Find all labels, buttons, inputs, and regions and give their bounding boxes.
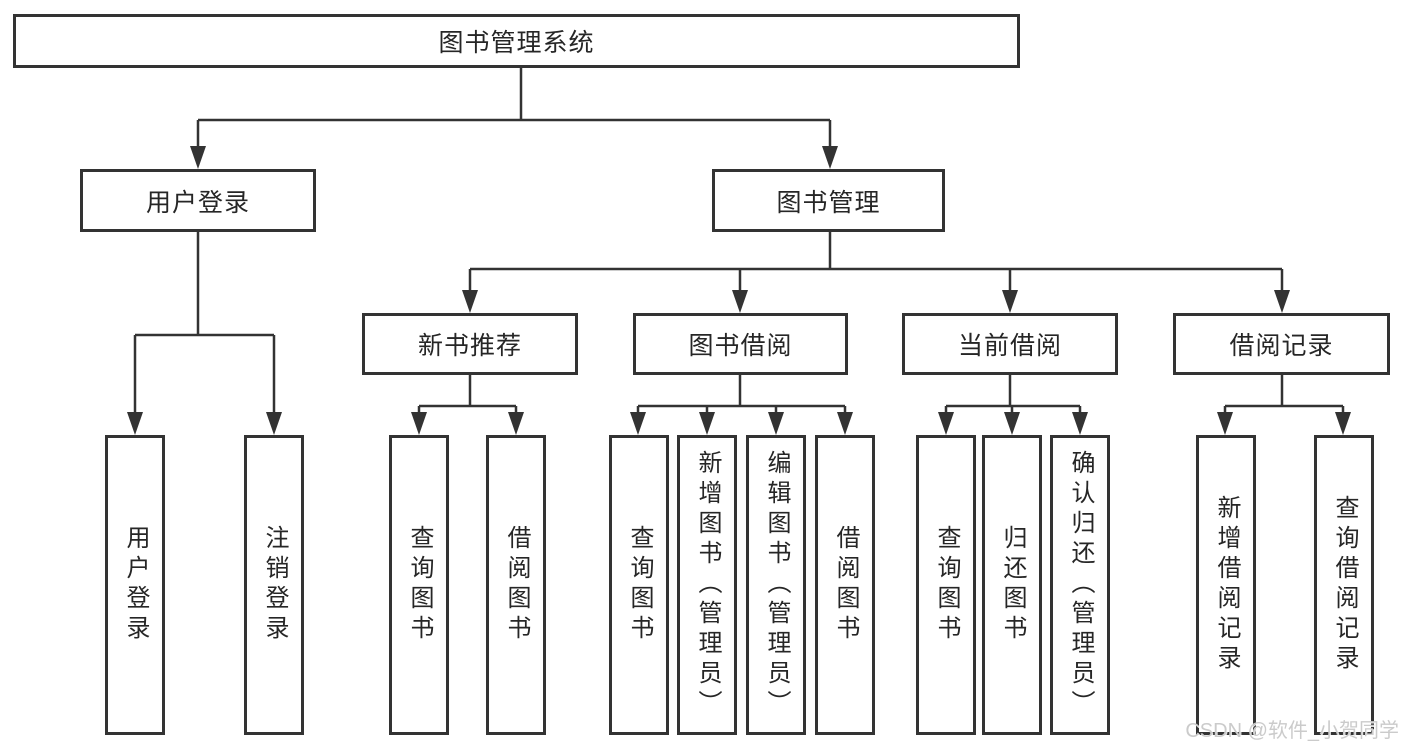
node-borrow-books-leaf: 借阅图书 bbox=[815, 435, 875, 735]
csdn-watermark: CSDN @软件_小贺同学 bbox=[1185, 720, 1399, 742]
node-label: 新增图书（管理员） bbox=[694, 450, 721, 720]
node-user-login: 用户登录 bbox=[80, 169, 316, 232]
node-label: 图书管理系统 bbox=[438, 29, 595, 57]
node-user-login-leaf: 用户登录 bbox=[105, 435, 165, 735]
node-label: 归还图书 bbox=[999, 525, 1026, 645]
node-add-books-admin: 新增图书（管理员） bbox=[677, 435, 737, 735]
node-label: 用户登录 bbox=[122, 525, 149, 645]
node-book-borrow: 图书借阅 bbox=[633, 313, 848, 375]
node-book-management: 图书管理 bbox=[712, 169, 945, 232]
node-new-book-recommend: 新书推荐 bbox=[362, 313, 578, 375]
node-label: 借阅图书 bbox=[503, 525, 530, 645]
node-add-borrow-record: 新增借阅记录 bbox=[1196, 435, 1256, 735]
node-label: 新增借阅记录 bbox=[1213, 495, 1240, 675]
node-edit-books-admin: 编辑图书（管理员） bbox=[746, 435, 806, 735]
node-label: 查询图书 bbox=[626, 525, 653, 645]
node-label: 注销登录 bbox=[261, 525, 288, 645]
node-logout: 注销登录 bbox=[244, 435, 304, 735]
node-confirm-return-admin: 确认归还（管理员） bbox=[1050, 435, 1110, 735]
node-borrow-books-recommend: 借阅图书 bbox=[486, 435, 546, 735]
node-label: 借阅图书 bbox=[832, 525, 859, 645]
node-label: 查询图书 bbox=[933, 525, 960, 645]
node-label: 用户登录 bbox=[145, 188, 250, 217]
node-label: 编辑图书（管理员） bbox=[763, 450, 790, 720]
node-root-library-system: 图书管理系统 bbox=[13, 14, 1020, 68]
node-current-borrow: 当前借阅 bbox=[902, 313, 1118, 375]
node-query-books-current: 查询图书 bbox=[916, 435, 976, 735]
node-query-books-recommend: 查询图书 bbox=[389, 435, 449, 735]
node-label: 确认归还（管理员） bbox=[1067, 450, 1094, 720]
node-return-books: 归还图书 bbox=[982, 435, 1042, 735]
node-label: 查询图书 bbox=[406, 525, 433, 645]
node-label: 借阅记录 bbox=[1229, 332, 1334, 360]
node-label: 当前借阅 bbox=[957, 332, 1062, 360]
node-query-borrow-record: 查询借阅记录 bbox=[1314, 435, 1374, 735]
node-label: 新书推荐 bbox=[417, 332, 522, 360]
node-label: 查询借阅记录 bbox=[1331, 495, 1358, 675]
node-query-books-borrow: 查询图书 bbox=[609, 435, 669, 735]
node-label: 图书借阅 bbox=[688, 332, 793, 360]
node-label: 图书管理 bbox=[776, 188, 881, 217]
node-borrow-records: 借阅记录 bbox=[1173, 313, 1390, 375]
